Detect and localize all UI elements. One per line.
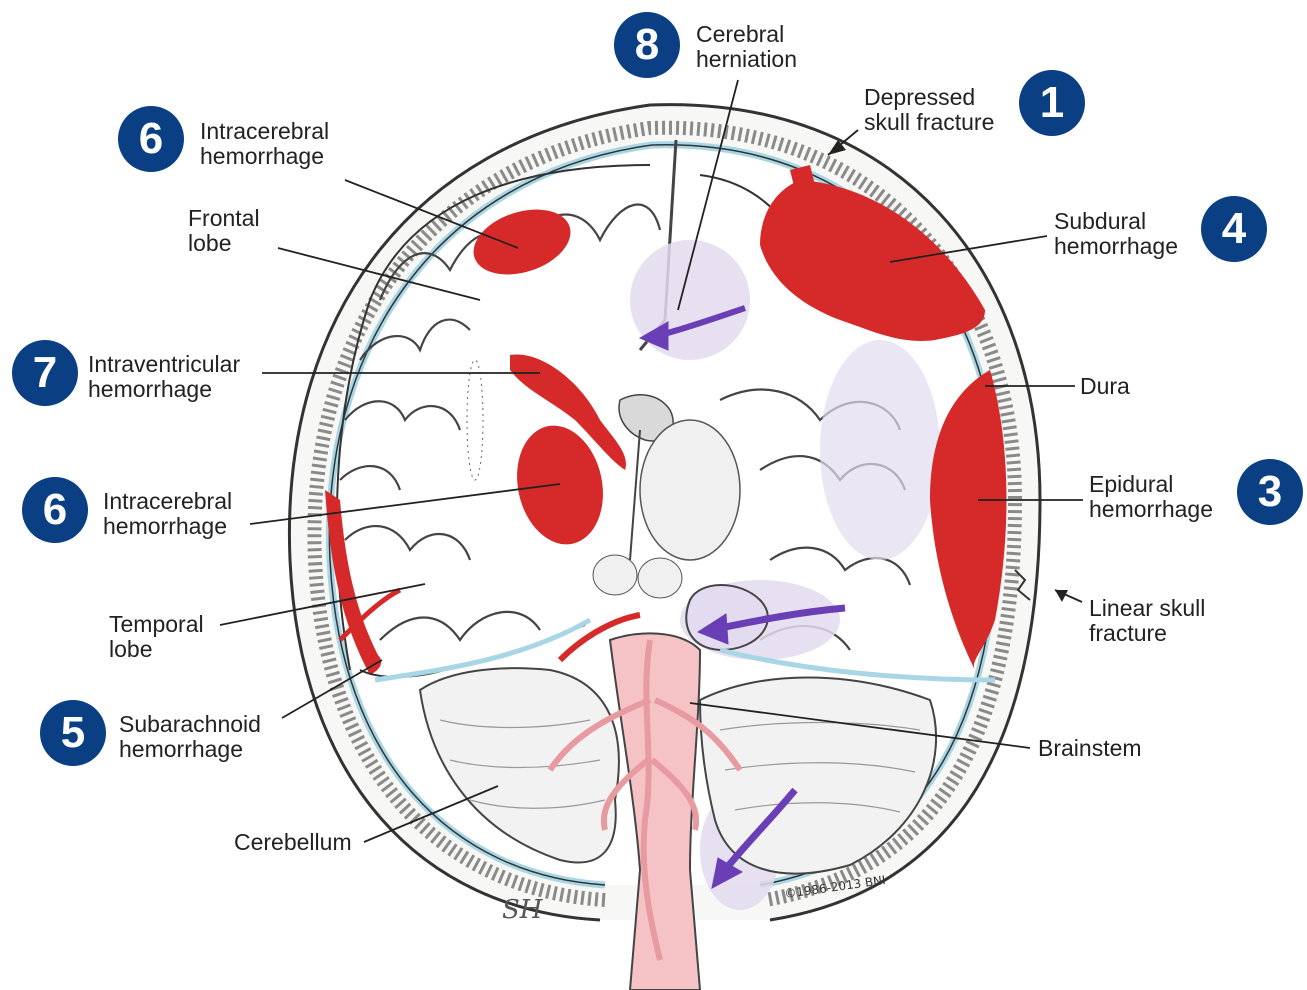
- thalamus: [640, 420, 740, 560]
- label-depressed-skull-fracture: Depressed skull fracture: [864, 85, 994, 135]
- label-frontal-lobe: Frontal lobe: [188, 206, 260, 256]
- label-intracerebral-top: Intracerebral hemorrhage: [200, 119, 329, 169]
- label-cerebellum: Cerebellum: [234, 830, 352, 855]
- badge-5: 5: [40, 700, 106, 766]
- artist-signature: SH: [502, 895, 544, 925]
- badge-6-top: 6: [118, 106, 184, 172]
- label-linear-skull-fracture: Linear skull fracture: [1089, 596, 1205, 646]
- label-cerebral-herniation: Cerebral herniation: [696, 22, 797, 72]
- label-subdural: Subdural hemorrhage: [1054, 209, 1178, 259]
- badge-4: 4: [1201, 196, 1267, 262]
- label-dura: Dura: [1080, 374, 1130, 399]
- herniation-halo-2: [820, 340, 940, 560]
- label-subarachnoid: Subarachnoid hemorrhage: [119, 712, 261, 762]
- herniation-halo-1: [630, 240, 750, 360]
- label-epidural: Epidural hemorrhage: [1089, 472, 1213, 522]
- badge-6-mid: 6: [22, 477, 88, 543]
- badge-3: 3: [1237, 459, 1303, 525]
- label-intracerebral-mid: Intracerebral hemorrhage: [103, 489, 232, 539]
- badge-1: 1: [1019, 70, 1085, 136]
- label-intraventricular: Intraventricular hemorrhage: [88, 352, 240, 402]
- badge-7: 7: [12, 340, 78, 406]
- label-temporal-lobe: Temporal lobe: [109, 612, 204, 662]
- label-brainstem: Brainstem: [1038, 736, 1142, 761]
- badge-8: 8: [614, 12, 680, 78]
